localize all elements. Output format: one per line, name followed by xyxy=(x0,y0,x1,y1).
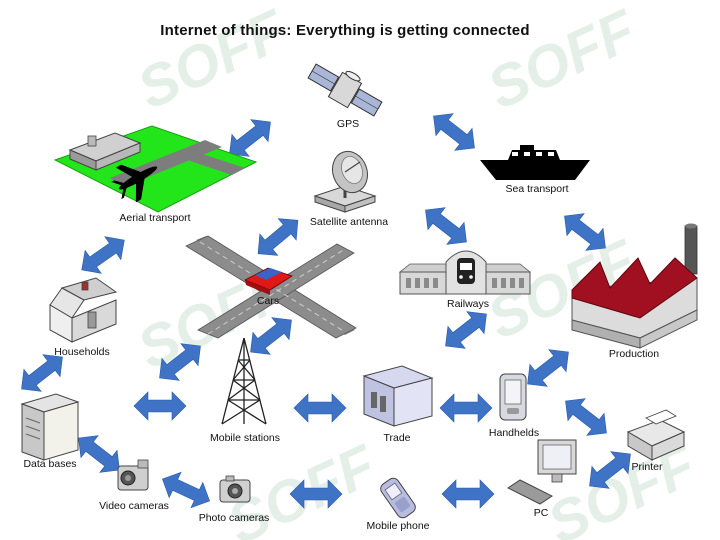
desktop-pc-icon xyxy=(507,439,577,505)
node-label-railways: Railways xyxy=(446,298,490,310)
page-title: Internet of things: Everything is gettin… xyxy=(160,22,530,39)
ship-icon xyxy=(480,145,590,180)
server-icon xyxy=(20,393,80,461)
train-station-icon xyxy=(398,250,532,295)
double-arrow xyxy=(439,393,493,423)
factory-icon xyxy=(571,223,698,349)
node-label-aerial-transport: Aerial transport xyxy=(119,212,191,224)
node-label-photo-cameras: Photo cameras xyxy=(198,512,270,524)
double-arrow xyxy=(73,228,133,282)
double-arrow xyxy=(293,393,347,423)
satellite-dish-icon xyxy=(313,150,377,213)
node-label-trade: Trade xyxy=(383,432,411,444)
node-label-mobile-phone: Mobile phone xyxy=(366,520,430,532)
node-label-data-bases: Data bases xyxy=(23,458,77,470)
node-label-printer: Printer xyxy=(631,461,663,473)
node-label-cars: Cars xyxy=(256,295,280,307)
double-arrow xyxy=(424,104,484,160)
printer-icon xyxy=(626,409,686,461)
double-arrow xyxy=(248,209,308,265)
airport-icon xyxy=(53,125,258,213)
node-label-production: Production xyxy=(608,348,660,360)
car-crossroad-icon xyxy=(185,235,357,339)
mobile-phone-icon xyxy=(380,477,416,519)
house-icon xyxy=(49,277,118,343)
node-label-gps: GPS xyxy=(336,118,360,130)
node-label-satellite-antenna: Satellite antenna xyxy=(309,216,389,228)
video-camera-icon xyxy=(117,459,149,491)
node-label-mobile-stations: Mobile stations xyxy=(209,432,281,444)
pda-icon xyxy=(499,373,527,421)
double-arrow xyxy=(556,389,616,445)
store-icon xyxy=(362,365,434,427)
node-label-handhelds: Handhelds xyxy=(488,427,540,439)
satellite-icon xyxy=(307,63,383,117)
double-arrow xyxy=(518,340,578,396)
double-arrow xyxy=(441,479,495,509)
watermark-text: SOFF xyxy=(128,0,297,122)
radio-tower-icon xyxy=(221,337,267,425)
node-label-video-cameras: Video cameras xyxy=(99,500,169,512)
node-label-pc: PC xyxy=(533,507,549,519)
double-arrow xyxy=(416,198,476,254)
double-arrow xyxy=(133,391,187,421)
photo-camera-icon xyxy=(219,475,251,503)
node-label-sea-transport: Sea transport xyxy=(505,183,569,195)
watermark-text: SOFF xyxy=(478,0,647,122)
node-label-households: Households xyxy=(54,346,110,358)
